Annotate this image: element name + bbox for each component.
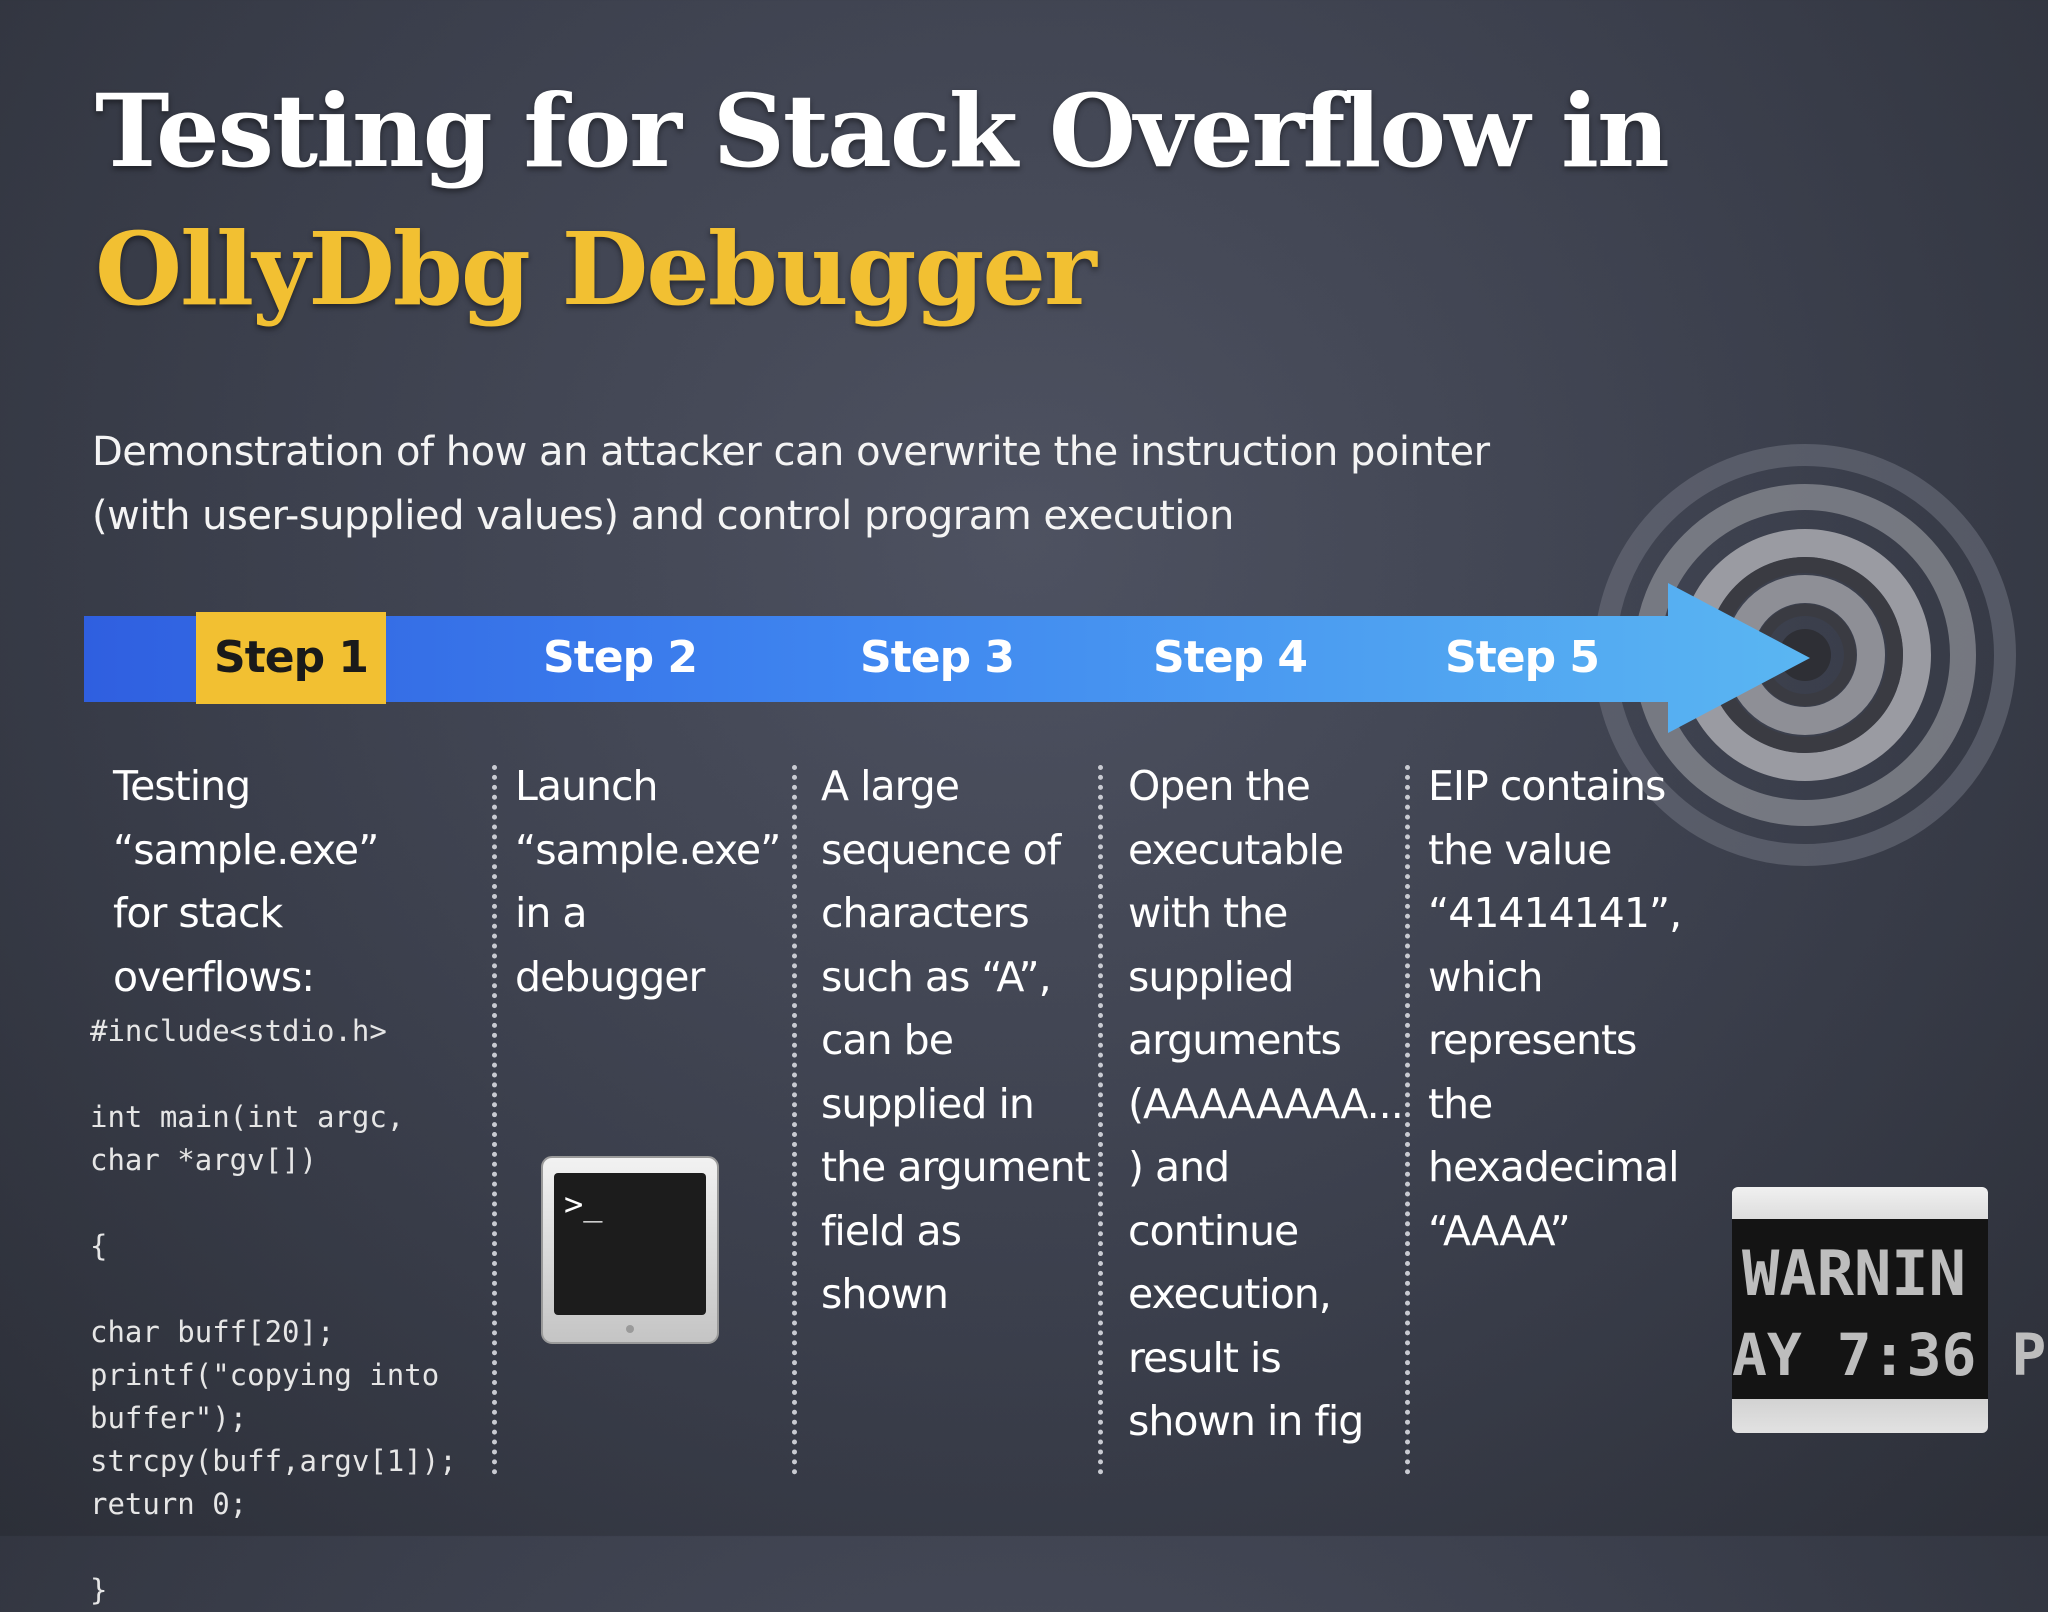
step-3-description: A large sequence of characters such as “… — [821, 762, 1091, 1318]
column-divider — [792, 765, 797, 1475]
warning-line-2: AY 7:36 P — [1732, 1321, 2046, 1389]
step-3-label: Step 3 — [860, 632, 1015, 683]
step-5-description: EIP contains the value “41414141”, which… — [1428, 762, 1682, 1255]
step-4-description: Open the executable with the supplied ar… — [1128, 762, 1404, 1445]
step-1-description: Testing “sample.exe” for stack overflows… — [113, 762, 379, 1001]
terminal-icon: >_ — [541, 1156, 719, 1344]
terminal-prompt: >_ — [564, 1185, 603, 1223]
title-line-2: OllyDbg Debugger — [95, 210, 1097, 328]
slide-subtitle: Demonstration of how an attacker can ove… — [92, 420, 1592, 548]
title-line-1: Testing for Stack Overflow in — [95, 72, 1670, 190]
subtitle-line-2: (with user-supplied values) and control … — [92, 493, 1234, 539]
subtitle-line-1: Demonstration of how an attacker can ove… — [92, 429, 1490, 475]
column-divider — [1405, 765, 1410, 1475]
step-2-description: Launch “sample.exe” in a debugger — [515, 762, 781, 1001]
slide-title: Testing for Stack Overflow in OllyDbg De… — [95, 62, 1670, 338]
step-5-label: Step 5 — [1445, 632, 1600, 683]
warning-line-1: WARNIN — [1742, 1237, 1966, 1310]
column-divider — [492, 765, 497, 1475]
step-2-label: Step 2 — [543, 632, 698, 683]
step-1-label: Step 1 — [196, 612, 386, 704]
column-divider — [1098, 765, 1103, 1475]
step-4-label: Step 4 — [1153, 632, 1308, 683]
warning-display-icon: WARNIN AY 7:36 P — [1732, 1187, 2046, 1433]
code-listing: #include<stdio.h> int main(int argc, cha… — [90, 1014, 457, 1607]
